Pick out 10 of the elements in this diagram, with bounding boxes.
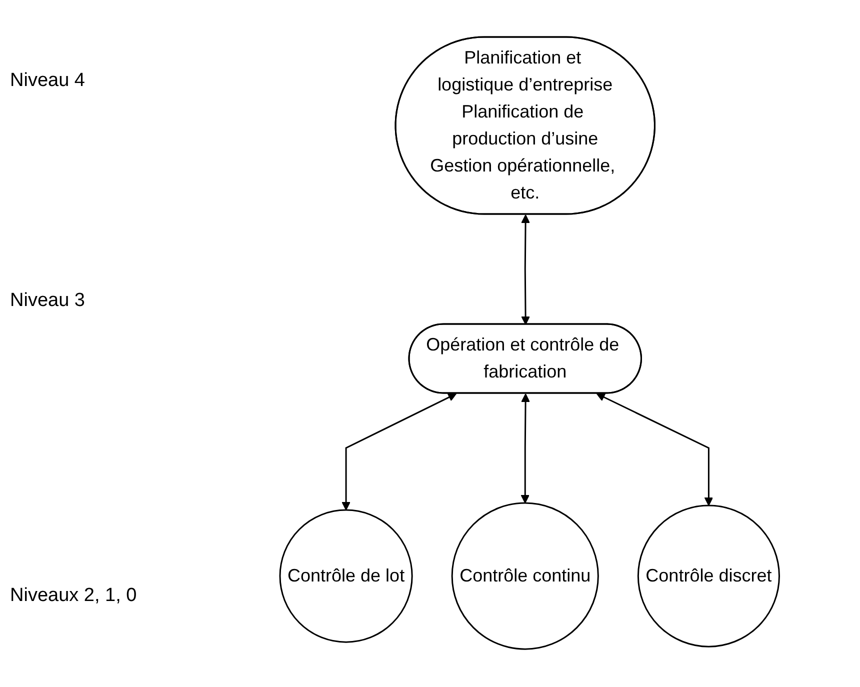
node-circle: Contrôle de lot — [280, 510, 414, 644]
arrow — [596, 394, 714, 506]
level-label: Niveaux 2, 1, 0 — [10, 585, 137, 607]
arrow — [522, 214, 530, 326]
level-label: Niveau 4 — [10, 70, 85, 92]
arrow — [342, 394, 457, 511]
level-label: Niveau 3 — [10, 290, 85, 312]
node-circle: Contrôle discret — [638, 505, 780, 648]
arrow — [521, 394, 530, 504]
node-circle: Contrôle continu — [452, 502, 600, 650]
